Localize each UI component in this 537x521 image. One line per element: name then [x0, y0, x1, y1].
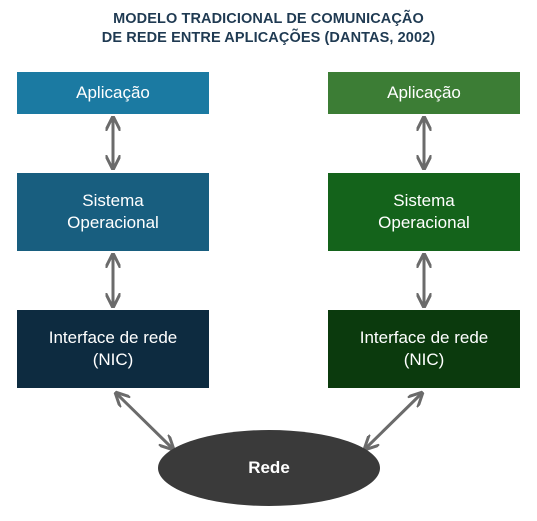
left-application-label: Aplicação — [76, 83, 150, 102]
right-os-label-1: Sistema — [393, 191, 455, 210]
right-os-label-2: Operacional — [378, 213, 470, 232]
right-application-box: Aplicação — [328, 72, 520, 114]
right-nic-box: Interface de rede (NIC) — [328, 310, 520, 388]
left-os-box: Sistema Operacional — [17, 173, 209, 251]
diagram-title: MODELO TRADICIONAL DE COMUNICAÇÃO DE RED… — [0, 10, 537, 48]
network-node — [158, 430, 380, 506]
left-os-label-2: Operacional — [67, 213, 159, 232]
network-label-wrap: Rede — [158, 430, 380, 506]
right-os-box: Sistema Operacional — [328, 173, 520, 251]
left-nic-label-1: Interface de rede — [48, 328, 178, 347]
left-nic-box: Interface de rede (NIC) — [17, 310, 209, 388]
network-label: Rede — [248, 458, 290, 477]
right-nic-label-2: (NIC) — [403, 350, 445, 369]
title-line-1: MODELO TRADICIONAL DE COMUNICAÇÃO — [113, 11, 424, 27]
right-nic-label-1: Interface de rede — [359, 328, 489, 347]
title-line-2: DE REDE ENTRE APLICAÇÕES (DANTAS, 2002) — [101, 30, 436, 46]
arrow-right-nic-network — [366, 394, 421, 448]
left-nic-label-2: (NIC) — [92, 350, 134, 369]
left-os-label-1: Sistema — [82, 191, 144, 210]
left-application-box: Aplicação — [17, 72, 209, 114]
right-application-label: Aplicação — [387, 83, 461, 102]
arrow-left-nic-network — [117, 394, 172, 448]
